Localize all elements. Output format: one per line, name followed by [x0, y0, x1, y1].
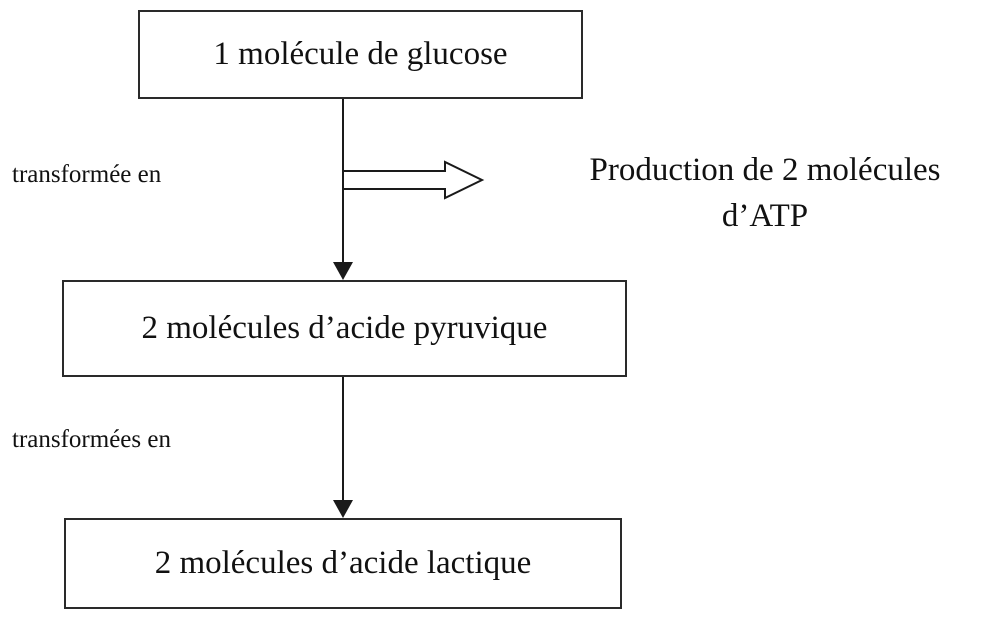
edge-label-transformees: transformées en — [12, 426, 171, 453]
arrowhead-pyruvique-to-lactique — [333, 500, 353, 518]
atp-production-arrow — [342, 160, 485, 200]
arrowhead-glucose-to-pyruvique — [333, 262, 353, 280]
node-acide-pyruvique-label: 2 molécules d’acide pyruvique — [141, 310, 548, 346]
node-acide-lactique: 2 molécules d’acide lactique — [64, 518, 622, 609]
node-acide-pyruvique: 2 molécules d’acide pyruvique — [62, 280, 627, 377]
atp-production-line1: Production de 2 molécules — [589, 152, 941, 188]
atp-production-line2: d’ATP — [721, 198, 809, 234]
node-glucose: 1 molécule de glucose — [138, 10, 583, 99]
node-acide-lactique-label: 2 molécules d’acide lactique — [154, 545, 532, 581]
node-glucose-label: 1 molécule de glucose — [213, 36, 508, 72]
edge-label-transformee: transformée en — [12, 161, 162, 188]
atp-production-text: Production de 2 molécules d’ATP — [540, 147, 990, 239]
